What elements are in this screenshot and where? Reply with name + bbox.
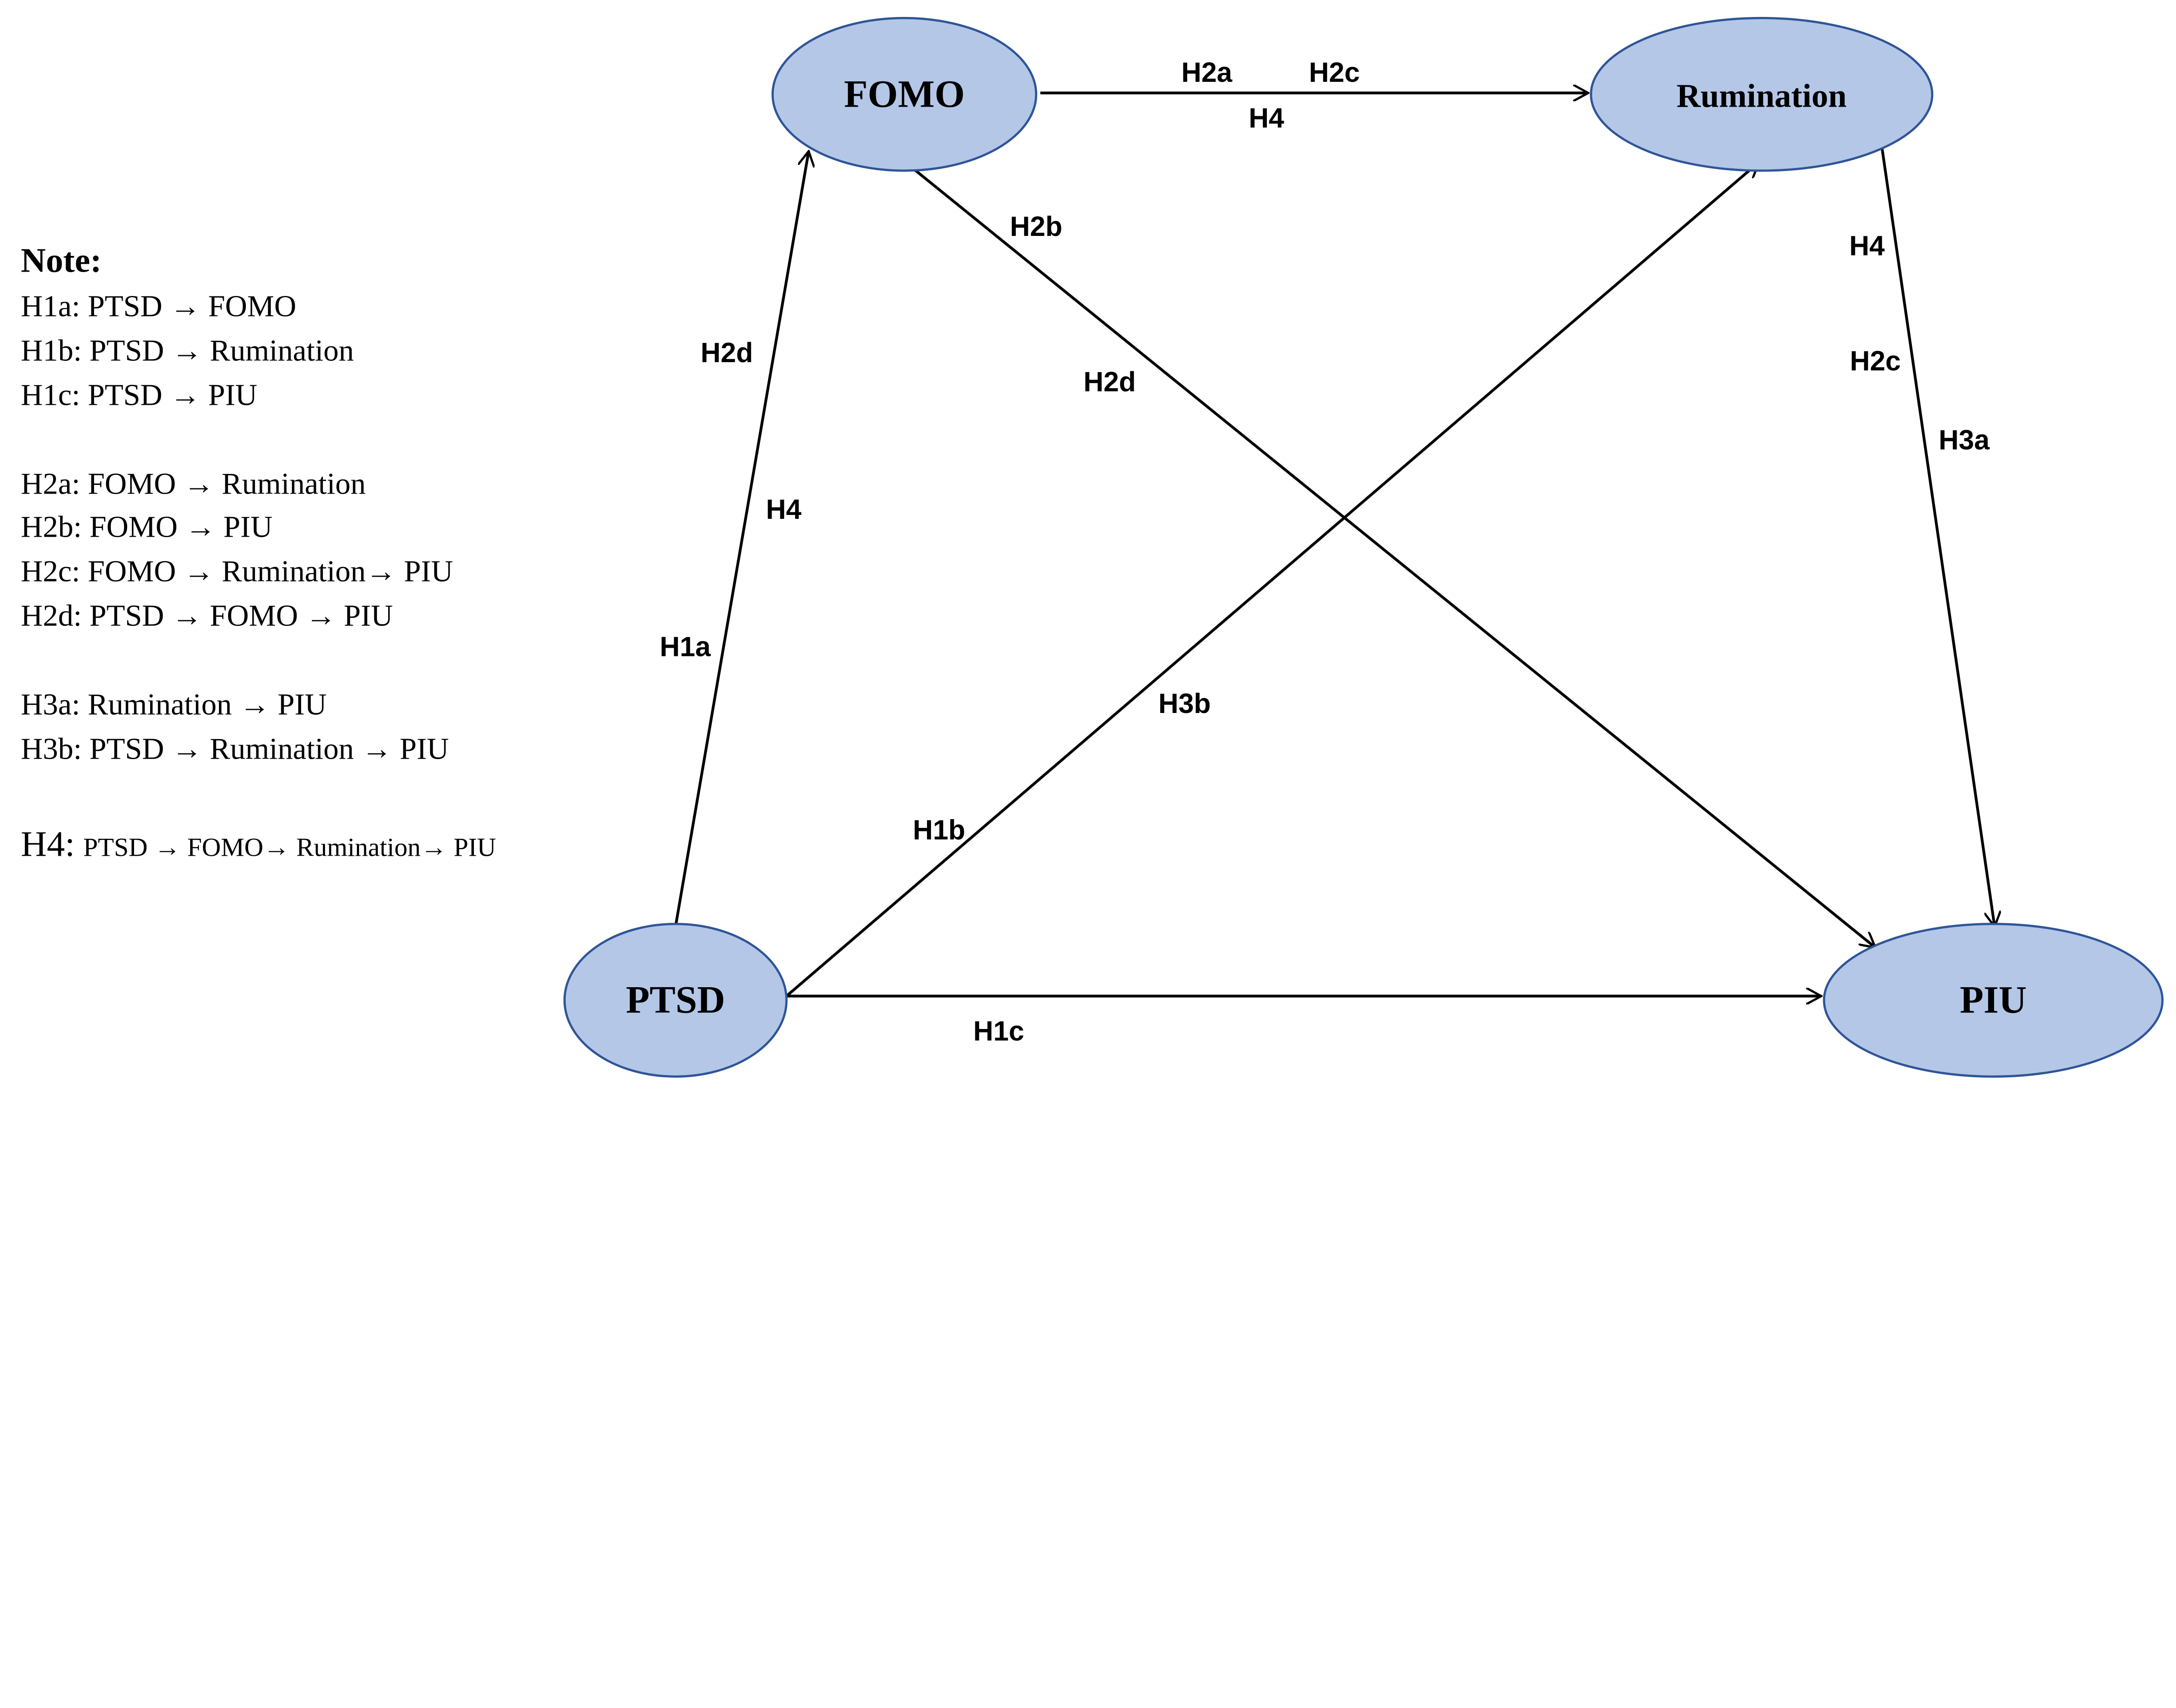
note-line: H1c: PTSD → PIU <box>21 379 257 412</box>
note-line: H2d: PTSD → FOMO → PIU <box>21 599 393 632</box>
note-legend: Note: H1a: PTSD → FOMO H1b: PTSD → Rumina… <box>21 242 496 864</box>
edge-label: H1a <box>660 631 711 662</box>
node-piu: PIU <box>1823 923 2164 1078</box>
edges-group <box>674 93 1995 997</box>
note-line: H1a: PTSD → FOMO <box>21 290 296 323</box>
edge-label: H2b <box>1010 211 1062 242</box>
note-line: H2c: FOMO → Rumination→ PIU <box>21 555 453 588</box>
edge-ptsd-to-rumination <box>786 162 1759 997</box>
note-line: H2a: FOMO → Rumination <box>21 467 366 501</box>
node-fomo: FOMO <box>771 17 1038 172</box>
edge-label: H1c <box>973 1015 1024 1046</box>
note-line: H1b: PTSD → Rumination <box>21 334 354 368</box>
edge-label: H3a <box>1939 424 1990 456</box>
note-line: H2b: FOMO → PIU <box>21 510 272 544</box>
edge-label: H2d <box>701 337 753 368</box>
edge-label: H2c <box>1850 345 1901 377</box>
node-ellipse <box>563 923 788 1078</box>
node-ptsd: PTSD <box>563 923 788 1078</box>
node-ellipse <box>771 17 1038 172</box>
edge-label: H2a <box>1181 57 1232 88</box>
edge-rumination-to-piu <box>1879 140 1995 927</box>
node-rumination: Rumination <box>1590 17 1934 172</box>
h4-text: PTSD → FOMO→ Rumination→ PIU <box>83 833 496 862</box>
edge-fomo-to-piu <box>906 162 1875 948</box>
note-line: H3b: PTSD → Rumination → PIU <box>21 732 449 766</box>
node-label: FOMO <box>844 72 965 115</box>
node-ellipse <box>1823 923 2164 1078</box>
edge-label: H2d <box>1084 366 1136 397</box>
note-title: Note: <box>21 242 102 280</box>
edge-label: H1b <box>913 814 965 845</box>
note-line-h4: H4: PTSD → FOMO→ Rumination→ PIU <box>21 824 496 864</box>
node-label: PTSD <box>626 978 725 1022</box>
note-line: H3a: Rumination → PIU <box>21 688 327 721</box>
edge-label: H4 <box>1249 102 1284 134</box>
edge-label: H4 <box>1849 230 1885 261</box>
node-ellipse <box>1590 17 1934 172</box>
edge-label: H2c <box>1309 57 1360 88</box>
node-label: Rumination <box>1676 77 1847 114</box>
edge-label: H4 <box>766 494 802 525</box>
edge-ptsd-to-fomo <box>674 151 809 927</box>
edge-label: H3b <box>1159 688 1211 719</box>
node-label: PIU <box>1960 978 2027 1022</box>
h4-prefix: H4: <box>21 824 75 864</box>
